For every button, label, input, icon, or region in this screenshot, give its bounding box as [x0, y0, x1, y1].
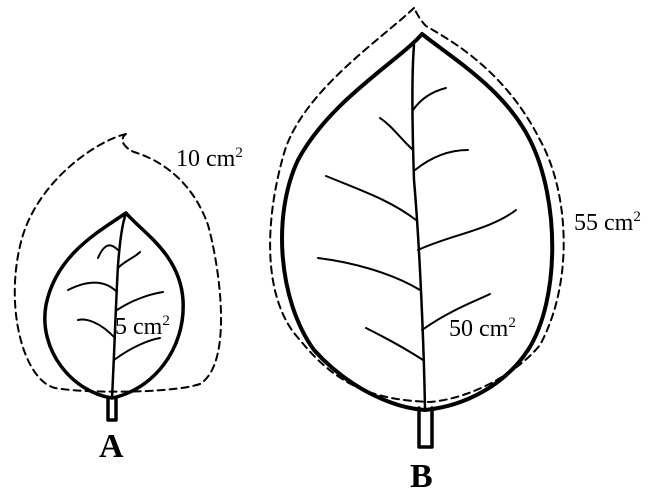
leaf-b-petiole	[419, 408, 432, 447]
leaf-a-inner-area-text: 5 cm	[115, 314, 162, 340]
leaf-b-inner-area-label: 50 cm2	[449, 316, 516, 341]
leaf-b-outer-area-exponent: 2	[633, 209, 641, 225]
leaf-b-outer-area-label: 55 cm2	[574, 210, 641, 235]
leaf-b-outer-area-text: 55 cm	[574, 210, 633, 236]
leaf-a-outer-area-exponent: 2	[235, 145, 243, 161]
leaf-a-outer-area-label: 10 cm2	[176, 146, 243, 171]
leaf-a-outer-area-text: 10 cm	[176, 146, 235, 172]
leaf-a-inner-area-exponent: 2	[162, 313, 170, 329]
leaf-b-inner-area-text: 50 cm	[449, 316, 508, 342]
leaf-a-petiole	[108, 398, 116, 420]
leaf-a-inner-area-label: 5 cm2	[115, 314, 170, 339]
leaf-b-inner-area-exponent: 2	[508, 315, 516, 331]
leaf-b-letter-label: B	[410, 460, 433, 494]
leaf-a-letter-label: A	[99, 430, 124, 464]
